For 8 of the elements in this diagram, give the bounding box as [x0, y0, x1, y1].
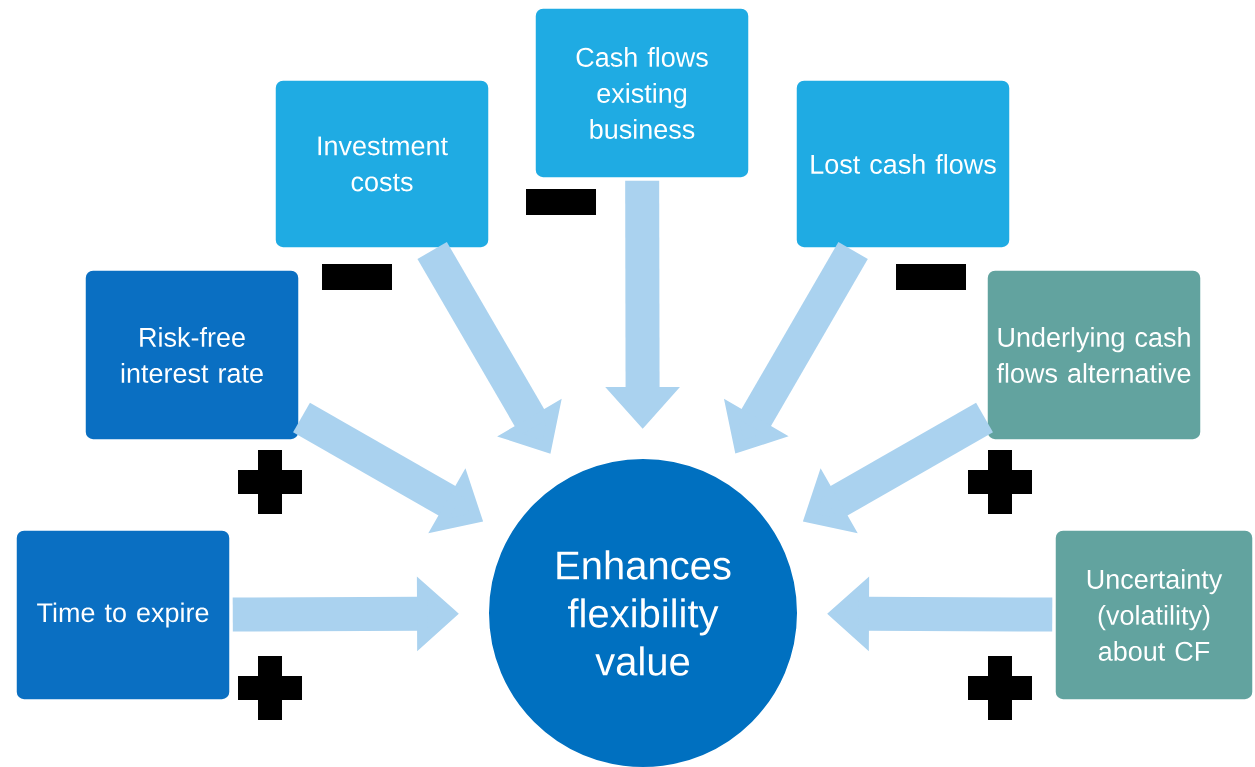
process-box: Lost cash flows	[795, 79, 1011, 249]
process-box: Risk-free interest rate	[84, 269, 300, 441]
process-box: Time to expire	[15, 529, 231, 701]
process-box: Underlying cash flows alternative	[986, 269, 1202, 441]
process-box: Investment costs	[274, 79, 490, 249]
circle-node: Enhances flexibility value	[487, 457, 799, 767]
process-box: Uncertainty (volatility) about CF	[1054, 529, 1254, 701]
process-box: Cash flows existing business	[534, 7, 750, 179]
